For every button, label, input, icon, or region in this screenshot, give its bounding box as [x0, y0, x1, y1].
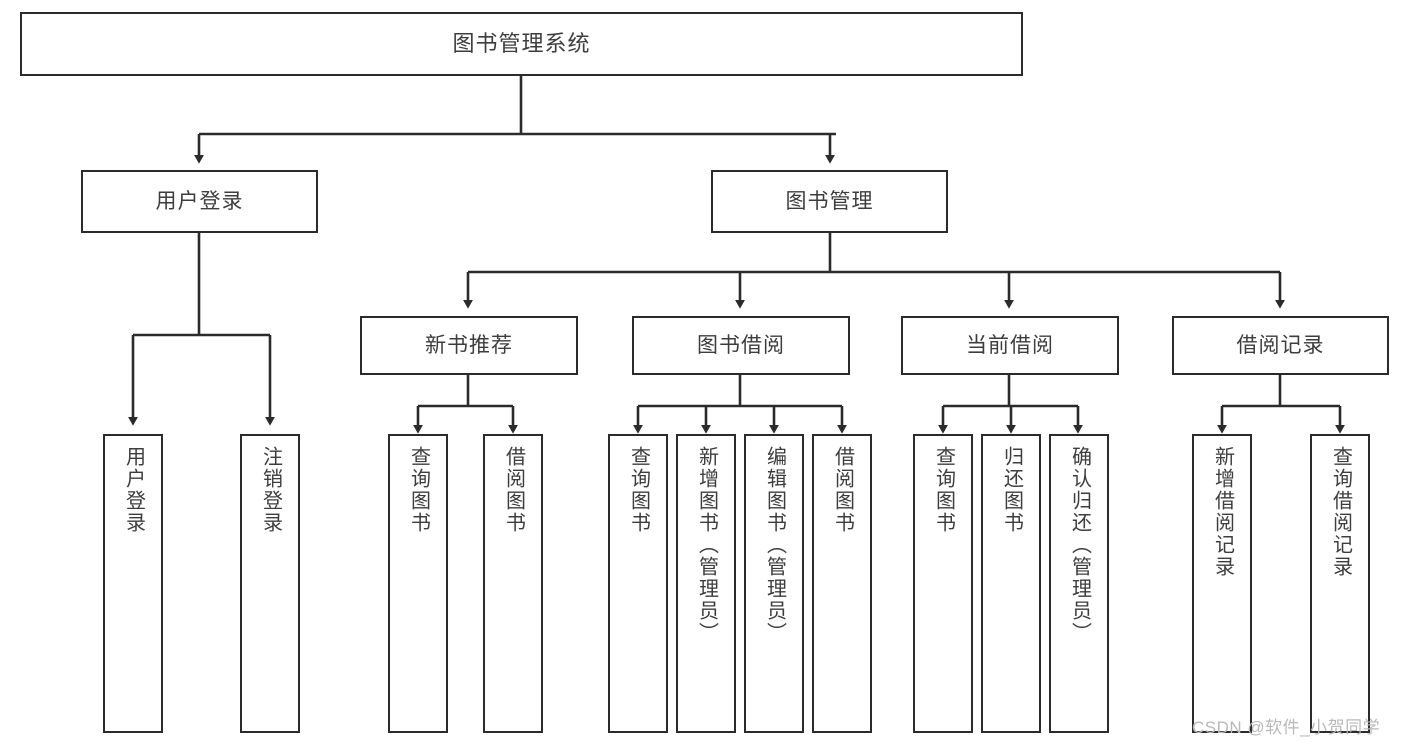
node-leaf-bb-borrow-book[interactable]: 借阅图书: [812, 434, 872, 733]
watermark-text: CSDN @软件_小贺同学: [1192, 718, 1381, 737]
node-leaf-bb-edit-book[interactable]: 编辑图书（管理员）: [744, 434, 804, 733]
node-book-borrow[interactable]: 图书借阅: [632, 316, 850, 375]
node-leaf-nb-borrow-book[interactable]: 借阅图书: [483, 434, 543, 733]
node-leaf-user-login-label: 用户登录: [122, 446, 145, 534]
node-book-management-label: 图书管理: [785, 189, 874, 213]
node-leaf-logout[interactable]: 注销登录: [240, 434, 300, 733]
node-leaf-br-add-record-label: 新增借阅记录: [1211, 446, 1234, 578]
node-new-book-recommend-label: 新书推荐: [425, 333, 513, 357]
node-leaf-nb-borrow-book-label: 借阅图书: [502, 446, 525, 534]
node-leaf-logout-label: 注销登录: [259, 446, 282, 534]
node-leaf-br-add-record[interactable]: 新增借阅记录: [1192, 434, 1252, 733]
node-borrow-record-label: 借阅记录: [1236, 333, 1325, 357]
node-current-borrow-label: 当前借阅: [966, 333, 1054, 357]
node-new-book-recommend[interactable]: 新书推荐: [360, 316, 578, 375]
node-leaf-cb-return-book[interactable]: 归还图书: [981, 434, 1041, 733]
node-leaf-bb-borrow-book-label: 借阅图书: [831, 446, 854, 534]
node-leaf-bb-add-book-label: 新增图书（管理员）: [695, 446, 718, 644]
node-leaf-bb-add-book[interactable]: 新增图书（管理员）: [676, 434, 736, 733]
node-leaf-nb-query-book-label: 查询图书: [407, 446, 430, 534]
node-leaf-cb-confirm-return-label: 确认归还（管理员）: [1068, 446, 1091, 644]
node-root-library-system[interactable]: 图书管理系统: [20, 12, 1023, 76]
node-leaf-br-query-record-label: 查询借阅记录: [1329, 446, 1352, 578]
node-leaf-cb-return-book-label: 归还图书: [1000, 446, 1023, 534]
node-leaf-bb-edit-book-label: 编辑图书（管理员）: [763, 446, 786, 644]
node-leaf-cb-confirm-return[interactable]: 确认归还（管理员）: [1049, 434, 1109, 733]
node-user-login[interactable]: 用户登录: [81, 170, 318, 233]
node-leaf-cb-query-book-label: 查询图书: [932, 446, 955, 534]
node-leaf-bb-query-book[interactable]: 查询图书: [608, 434, 668, 733]
node-root-label: 图书管理系统: [452, 30, 591, 56]
node-leaf-cb-query-book[interactable]: 查询图书: [913, 434, 973, 733]
node-borrow-record[interactable]: 借阅记录: [1172, 316, 1389, 375]
node-leaf-br-query-record[interactable]: 查询借阅记录: [1310, 434, 1370, 733]
node-book-management[interactable]: 图书管理: [711, 170, 948, 233]
node-leaf-user-login[interactable]: 用户登录: [103, 434, 163, 733]
node-book-borrow-label: 图书借阅: [697, 333, 785, 357]
node-leaf-nb-query-book[interactable]: 查询图书: [388, 434, 448, 733]
node-leaf-bb-query-book-label: 查询图书: [627, 446, 650, 534]
node-current-borrow[interactable]: 当前借阅: [901, 316, 1119, 375]
node-user-login-label: 用户登录: [155, 189, 244, 213]
